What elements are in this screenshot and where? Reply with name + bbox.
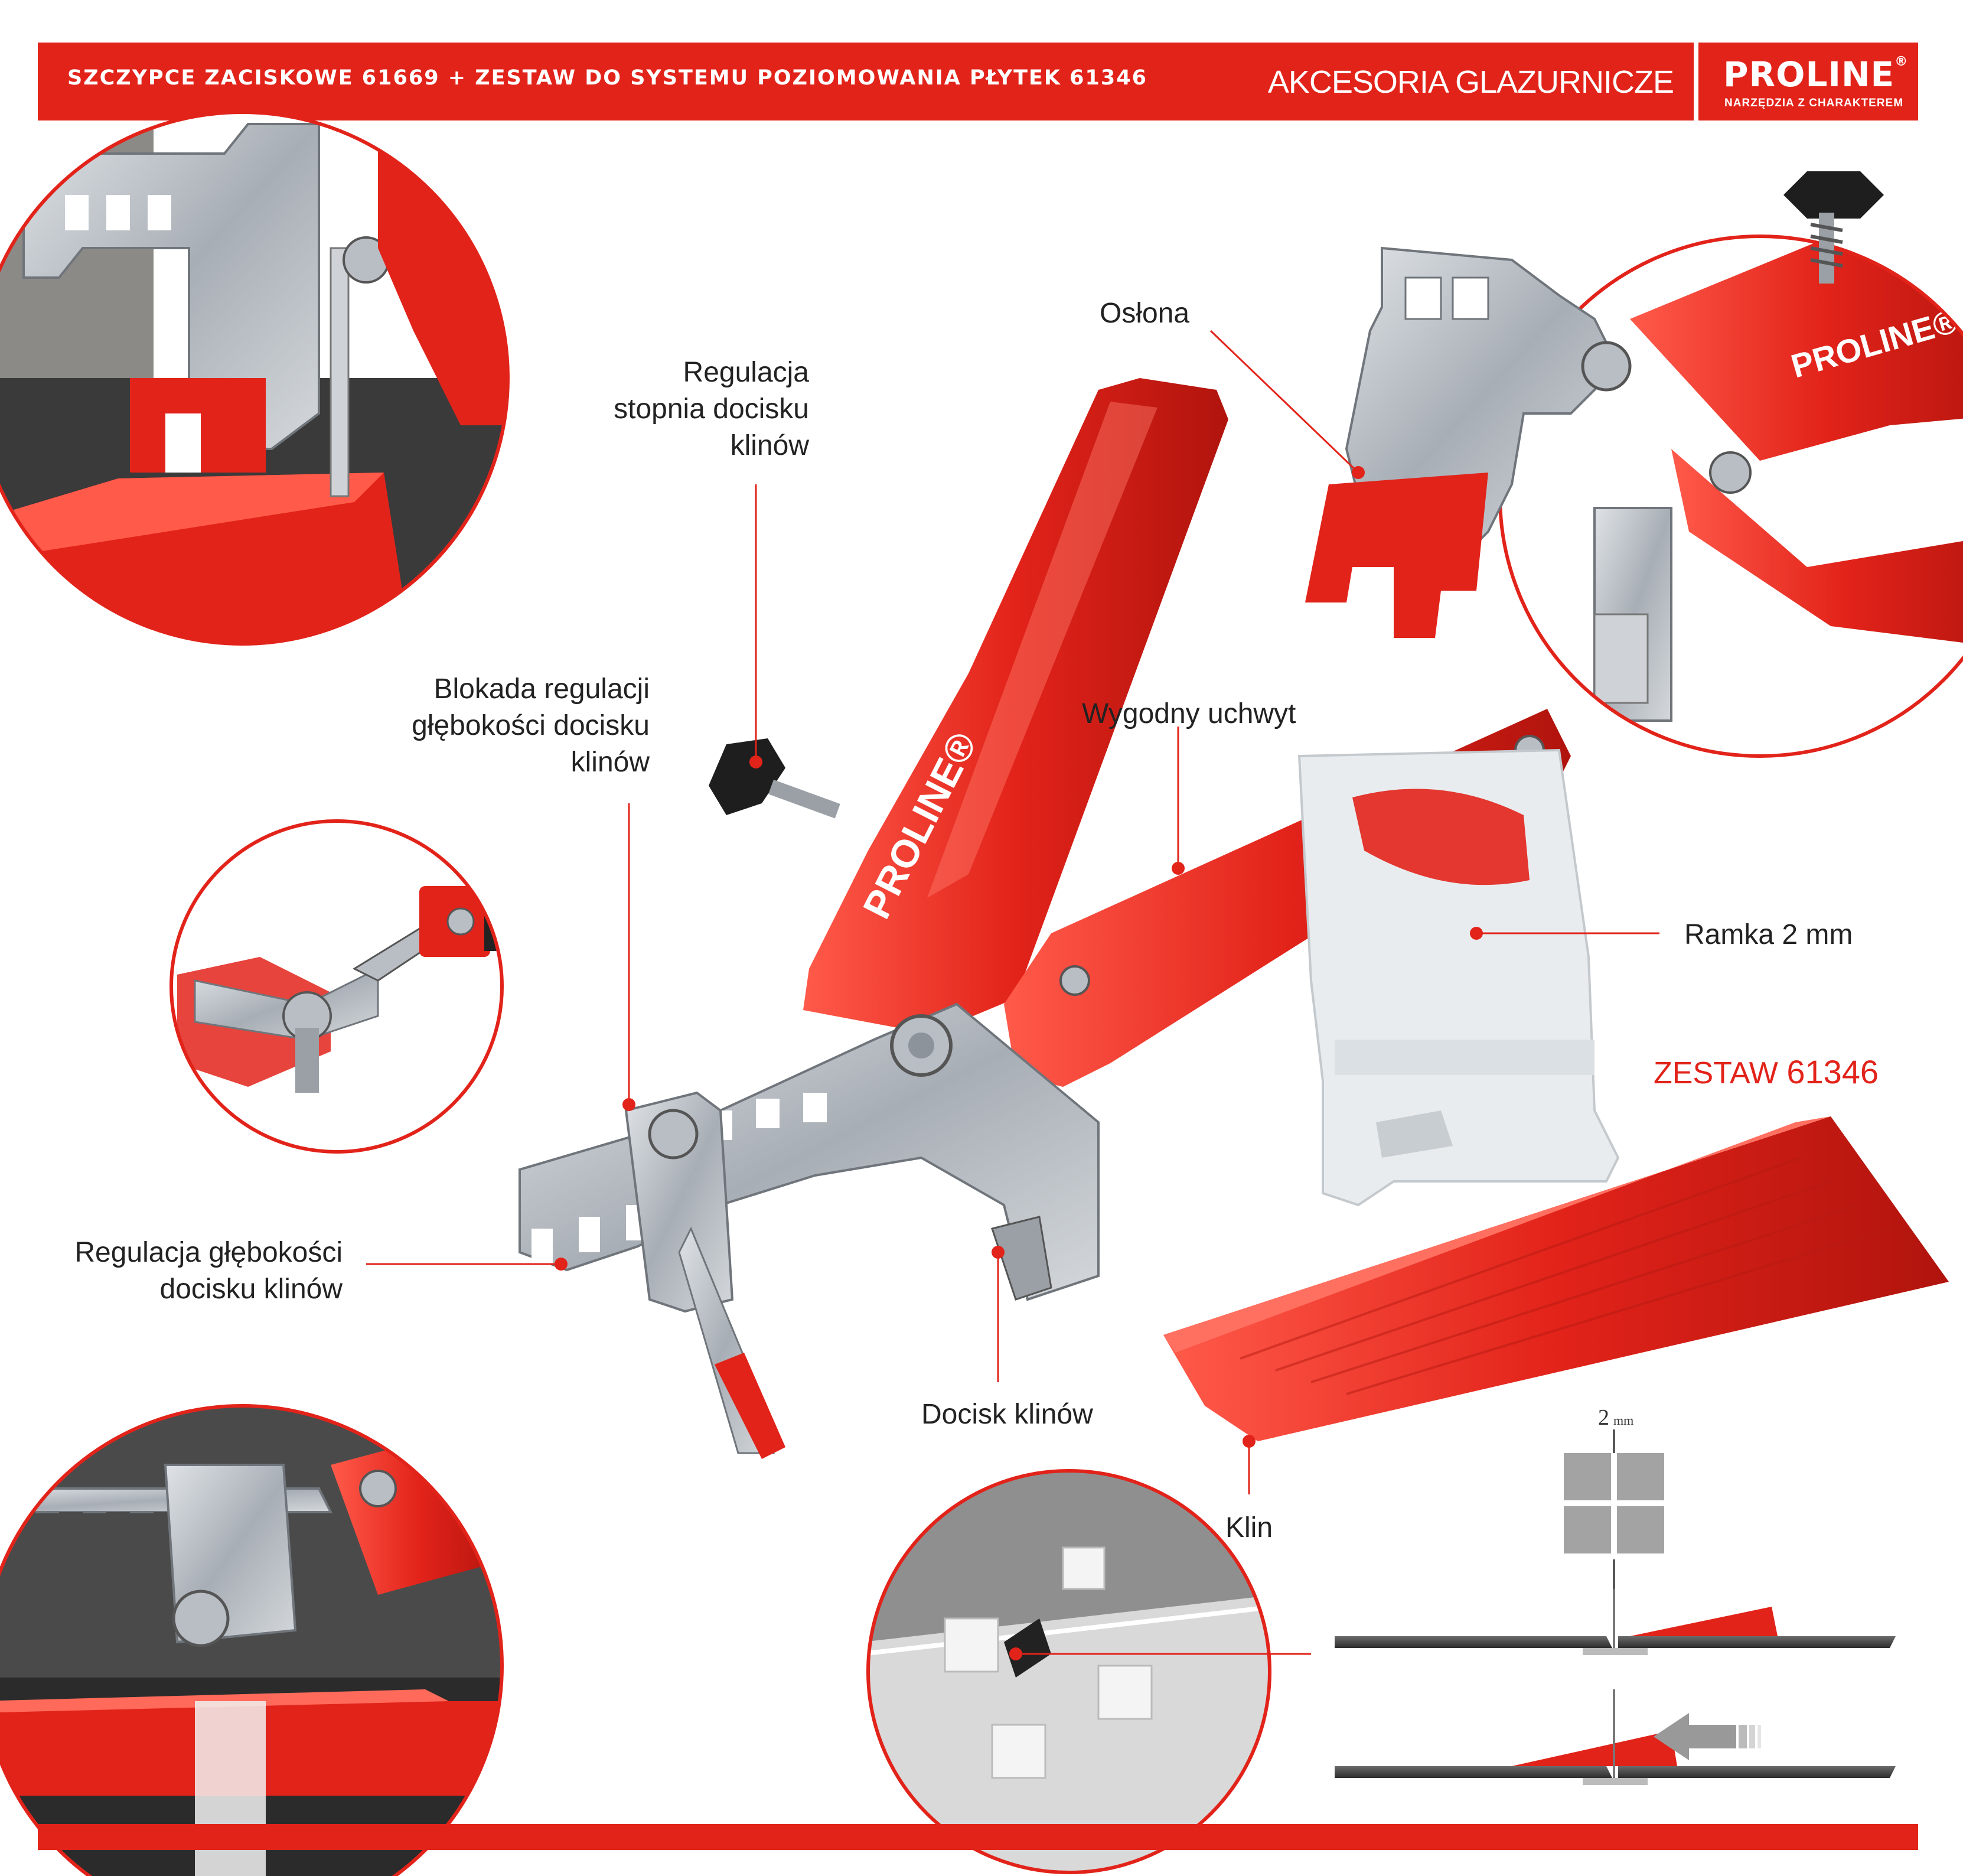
callout-wygodny-uchwyt: Wygodny uchwyt [1082, 698, 1296, 729]
callout-ramka: Ramka 2 mm [1684, 919, 1853, 950]
brand-logo: PROLINE® NARZĘDZIA Z CHARAKTEREM [1695, 43, 1918, 120]
callout-regulacja-glebokosci-line2: docisku klinów [159, 1274, 343, 1305]
header-title: SZCZYPCE ZACISKOWE 61669 + ZESTAW DO SYS… [67, 66, 1147, 90]
leveling-diagram [1335, 1429, 1896, 1785]
callout-regulacja-stopnia-line2: stopnia docisku [614, 393, 809, 425]
callout-blokada-line2: głębokości docisku [412, 710, 650, 741]
brand-tagline: NARZĘDZIA Z CHARAKTEREM [1724, 97, 1904, 109]
detail-circle-top-left [0, 112, 508, 644]
callout-dots [555, 466, 1483, 1660]
set-label: ZESTAW 61346 [1654, 1053, 1879, 1091]
callout-regulacja-stopnia: Regulacja stopnia docisku klinów [543, 354, 809, 464]
callout-blokada: Blokada regulacji głębokości docisku kli… [354, 671, 650, 781]
brand-registered-mark: ® [1894, 54, 1909, 69]
callout-regulacja-stopnia-line1: Regulacja [683, 357, 809, 388]
gap-unit: mm [1613, 1413, 1633, 1428]
set-number: 61346 [1786, 1053, 1879, 1090]
pliers-head-closeup [1305, 171, 1884, 638]
callout-regulacja-stopnia-line3: klinów [730, 430, 809, 461]
wedge [1163, 1116, 1949, 1441]
set-label-text: ZESTAW [1654, 1056, 1778, 1090]
callout-blokada-line1: Blokada regulacji [433, 673, 650, 705]
bottom-accent-bar [38, 1824, 1918, 1850]
callout-docisk-klinow: Docisk klinów [921, 1399, 1093, 1430]
detail-circle-bottom-mid [868, 1471, 1270, 1872]
header-bar: SZCZYPCE ZACISKOWE 61669 + ZESTAW DO SYS… [38, 43, 1694, 120]
detail-circle-bottom-left [0, 1406, 502, 1876]
callout-regulacja-glebokosci: Regulacja głębokości docisku klinów [24, 1235, 343, 1308]
gap-value: 2 [1598, 1405, 1609, 1430]
callout-klin: Klin [1225, 1512, 1273, 1543]
callout-blokada-line3: klinów [570, 747, 650, 778]
callout-oslona: Osłona [1100, 298, 1190, 329]
header-category: AKCESORIA GLAZURNICZE [1267, 64, 1674, 100]
leveling-frame [1297, 748, 1620, 1207]
callout-regulacja-glebokosci-line1: Regulacja głębokości [74, 1237, 343, 1268]
callout-lines [366, 330, 1659, 1655]
brand-name: PROLINE [1723, 54, 1895, 95]
detail-circle-mid-left [171, 821, 502, 1152]
